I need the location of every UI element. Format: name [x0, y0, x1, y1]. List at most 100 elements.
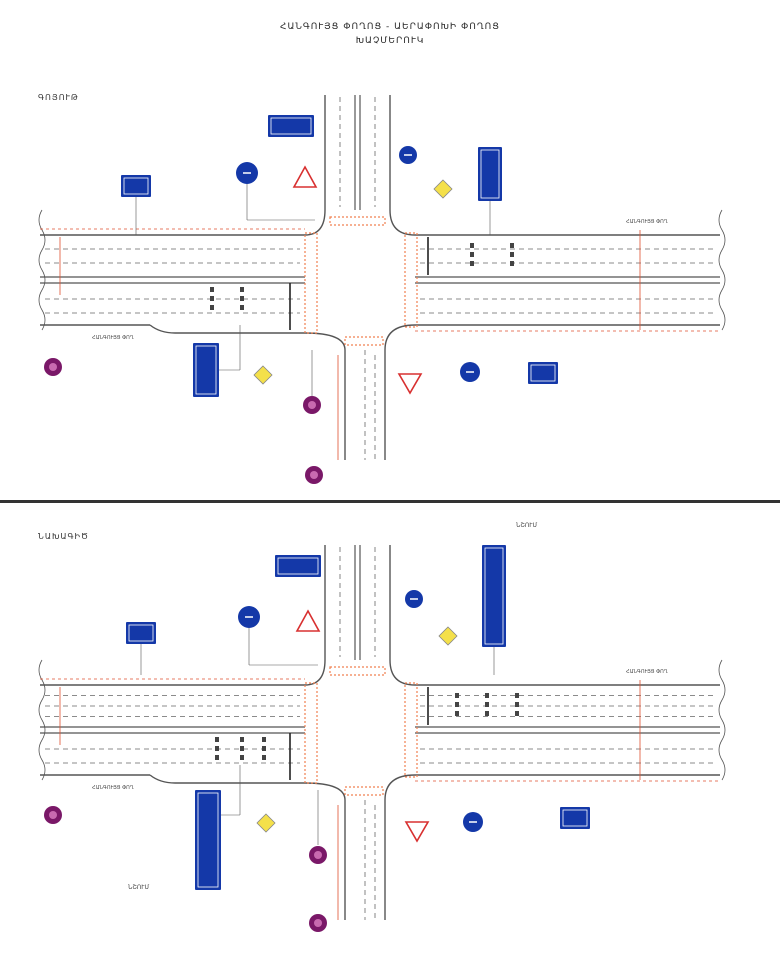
page-title: ՀԱՆԳՈՒՅՑ ՓՈՂՈՑ - ԱԵՐԱՓՈԽԻ ՓՈՂՈՑ ԽԱՉՄԵՐՈՒ…: [0, 20, 780, 48]
lane-sign-west: [121, 175, 151, 197]
lane-arrow-mark: [515, 711, 519, 716]
crosswalk-west: [304, 682, 318, 784]
corner-curve: [389, 659, 416, 686]
road-label-left: ՀԱՆԳՈՒՅՑ ՓՈՂ: [92, 785, 134, 791]
crosswalk-east: [404, 682, 418, 778]
yield-sign: [397, 373, 423, 395]
lane-arrow-mark: [210, 305, 214, 310]
lane-arrow-mark: [262, 755, 266, 760]
lane-arrow-mark: [262, 746, 266, 751]
break-line: [38, 659, 46, 781]
priority-road-sign: [438, 626, 458, 646]
lane-arrow-mark: [215, 737, 219, 742]
intersection-plan-existing: ՀԱՆԳՈՒՅՑ ՓՈՂ ՀԱՆԳՈՒՅՑ ՓՈՂ: [38, 95, 726, 484]
road-edge-widening: [149, 774, 305, 784]
panel-1-label: ԳՈՅՈՒԹ: [38, 93, 79, 102]
lane-arrow-mark: [510, 243, 514, 248]
direction-sign-east: [478, 147, 502, 201]
traffic-signal-south-inner: [314, 851, 322, 859]
crosswalk-north: [329, 216, 386, 226]
lane-arrow-mark: [515, 693, 519, 698]
direction-sign-east-border: [480, 149, 500, 199]
lane-arrow-mark: [515, 702, 519, 707]
warning-sign: [295, 609, 321, 632]
corner-curve: [384, 774, 416, 801]
corner-curve: [389, 209, 416, 236]
lane-arrow-mark: [485, 711, 489, 716]
panel-divider: [0, 500, 780, 503]
lane-sign-west: [126, 622, 156, 644]
panel-2-label: ՆԱԽԱԳԻԾ: [38, 532, 89, 541]
lane-arrow-mark: [485, 702, 489, 707]
lane-arrow-mark: [240, 296, 244, 301]
title-line-1: ՀԱՆԳՈՒՅՑ ՓՈՂՈՑ - ԱԵՐԱՓՈԽԻ ՓՈՂՈՑ: [280, 22, 500, 32]
traffic-signal-west-inner: [49, 363, 57, 371]
direction-sign-south: [193, 343, 219, 397]
lane-sign-west-border: [128, 624, 154, 642]
lane-sign-west-border: [123, 177, 149, 195]
corner-curve: [304, 659, 326, 686]
lane-arrow-mark: [210, 287, 214, 292]
direction-sign-north: [275, 555, 321, 577]
lane-arrow-mark: [470, 261, 474, 266]
road-edge-widening: [149, 324, 305, 334]
panel-2-note-top-right: ՆՇՈՒՄ: [516, 522, 538, 529]
lane-arrow-mark: [240, 755, 244, 760]
crosswalk-west: [304, 232, 318, 334]
break-line: [718, 659, 726, 781]
panel-2-note-bottom-left: ՆՇՈՒՄ: [128, 884, 150, 891]
direction-sign-south-border: [195, 345, 217, 395]
traffic-signal-west-inner: [49, 811, 57, 819]
lane-arrow-mark: [215, 746, 219, 751]
direction-sign-north-border: [270, 117, 312, 135]
yield-sign: [404, 821, 430, 843]
priority-road-sign-sw: [256, 813, 276, 833]
direction-sign-south: [195, 790, 221, 890]
lane-sign-east-border: [562, 809, 588, 827]
title-line-2: ԽԱՉՄԵՐՈՒԿ: [355, 36, 425, 46]
lane-arrow-mark: [455, 702, 459, 707]
crosswalk-north: [329, 666, 386, 676]
traffic-signal-south-inner: [308, 401, 316, 409]
crosswalk-east: [404, 232, 418, 328]
traffic-signal-south-2-inner: [310, 471, 318, 479]
corner-curve: [304, 332, 346, 351]
priority-road-sign: [433, 179, 453, 199]
road-label-right: ՀԱՆԳՈՒՅՑ ՓՈՂ: [626, 669, 668, 675]
lane-arrow-mark: [240, 305, 244, 310]
lane-arrow-mark: [262, 737, 266, 742]
direction-sign-east-border: [484, 547, 504, 645]
lane-arrow-mark: [470, 243, 474, 248]
lane-sign-east: [528, 362, 558, 384]
direction-sign-south-border: [197, 792, 219, 888]
traffic-signal-south-2-inner: [314, 919, 322, 927]
road-label-right: ՀԱՆԳՈՒՅՑ ՓՈՂ: [626, 219, 668, 225]
lane-arrow-mark: [510, 261, 514, 266]
lane-arrow-mark: [215, 755, 219, 760]
corner-curve: [304, 209, 326, 236]
lane-arrow-mark: [240, 746, 244, 751]
lane-arrow-mark: [510, 252, 514, 257]
direction-sign-north: [268, 115, 314, 137]
lane-arrow-mark: [470, 252, 474, 257]
break-line: [718, 209, 726, 331]
corner-curve: [384, 324, 416, 351]
corner-curve: [304, 782, 346, 801]
break-line: [38, 209, 46, 331]
crosswalk-south: [344, 336, 384, 346]
lane-sign-east-border: [530, 364, 556, 382]
crosswalk-south: [344, 786, 384, 796]
lane-arrow-mark: [455, 693, 459, 698]
lane-arrow-mark: [240, 737, 244, 742]
priority-road-sign-sw: [253, 365, 273, 385]
lane-sign-east: [560, 807, 590, 829]
road-label-left: ՀԱՆԳՈՒՅՑ ՓՈՂ: [92, 335, 134, 341]
lane-arrow-mark: [240, 287, 244, 292]
warning-sign: [292, 165, 318, 188]
intersection-plan-proposed: ՀԱՆԳՈՒՅՑ ՓՈՂ ՀԱՆԳՈՒՅՑ ՓՈՂ: [38, 545, 726, 932]
direction-sign-north-border: [277, 557, 319, 575]
lane-arrow-mark: [455, 711, 459, 716]
direction-sign-east: [482, 545, 506, 647]
lane-arrow-mark: [485, 693, 489, 698]
lane-arrow-mark: [210, 296, 214, 301]
